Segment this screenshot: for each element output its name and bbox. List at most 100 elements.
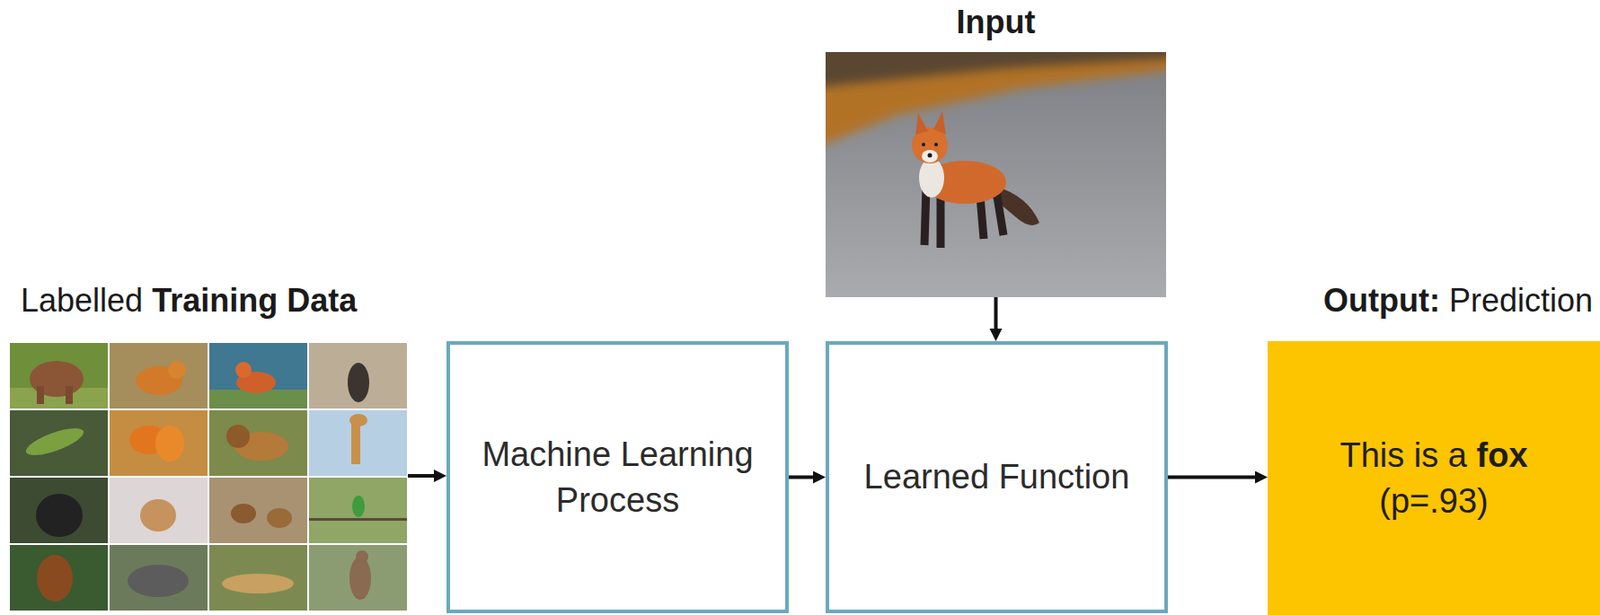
- text-run: Training: [151, 282, 278, 319]
- orangutan-photo: [36, 555, 73, 602]
- hamster-photo: [109, 477, 208, 544]
- autumn-background: [825, 52, 1167, 151]
- fox: [933, 111, 946, 135]
- elephant-photo: [65, 386, 73, 405]
- text-run: This: [1339, 436, 1405, 475]
- text-run: Function: [998, 458, 1131, 496]
- bird-photo: [309, 477, 407, 544]
- fox: [921, 142, 926, 147]
- fox-photo: [235, 362, 252, 379]
- hamster-photo: [140, 499, 177, 532]
- lion-photo: [226, 424, 250, 449]
- prediction-text: This is a fox (p=.93): [1339, 433, 1528, 523]
- box-body: Learned Function: [825, 341, 1168, 614]
- lizard-photo: [9, 410, 108, 477]
- kangaroo-photo: [355, 550, 369, 564]
- text-run: a: [1448, 436, 1468, 475]
- autumn-background: [825, 52, 1167, 89]
- fox: [934, 142, 938, 147]
- seal-photo: [347, 362, 370, 403]
- fox: [980, 195, 984, 239]
- butterfly-photo: [109, 410, 208, 477]
- training-image-grid: [9, 343, 407, 611]
- flow-arrow: [994, 297, 999, 333]
- bird-photo: [309, 477, 407, 544]
- output-node: Output: PredictionThis is a fox (p=.93): [1267, 280, 1600, 615]
- flow-arrow: [407, 474, 438, 478]
- leopard-photo: [221, 574, 294, 594]
- process-box: Machine Learning Process: [446, 341, 789, 614]
- section-heading: Labelled Training Data: [9, 280, 408, 322]
- text-line: This is a fox: [1339, 433, 1528, 478]
- seal-photo: [309, 343, 407, 409]
- text-run: Learned: [864, 458, 990, 496]
- text-run: fox: [1476, 436, 1529, 475]
- kangaroo-photo: [309, 545, 407, 611]
- seal-photo: [309, 343, 407, 409]
- function-box: Learned Function: [825, 341, 1168, 614]
- text-run: is: [1414, 436, 1439, 475]
- fox: [996, 191, 1004, 236]
- elephant-photo: [9, 343, 108, 409]
- text-run: Input: [956, 3, 1036, 41]
- training-data-node: Labelled Training Data: [9, 280, 408, 611]
- lizard-photo: [23, 423, 88, 461]
- elephant-photo: [9, 343, 108, 409]
- text-run: Process: [556, 481, 680, 520]
- lion-photo: [209, 410, 308, 477]
- lion-photo: [209, 410, 308, 477]
- text-run: Learning: [620, 435, 754, 474]
- flow-arrow: [1167, 476, 1259, 480]
- fox: [921, 150, 938, 163]
- giraffe-photo: [309, 410, 407, 477]
- text-run: Prediction: [1449, 282, 1593, 319]
- flow-arrow: [788, 476, 817, 480]
- tiger-photo: [109, 343, 208, 409]
- giraffe-photo: [349, 414, 368, 427]
- orangutan-photo: [9, 545, 108, 611]
- fox-photo: [209, 343, 308, 409]
- fox-photo: [209, 343, 308, 409]
- tiger-photo: [109, 343, 208, 409]
- bird-photo: [309, 518, 407, 522]
- section-heading: Input: [825, 3, 1167, 42]
- gorilla-photo: [9, 477, 108, 544]
- orangutan-photo: [9, 545, 108, 611]
- text-run: Machine: [481, 435, 611, 474]
- fox: [911, 111, 1040, 248]
- box-label: Machine Learning Process: [462, 432, 773, 522]
- text-run: Data: [286, 282, 357, 319]
- box-label: Learned Function: [864, 454, 1131, 500]
- bird-photo: [352, 495, 365, 518]
- fox: [924, 186, 927, 246]
- fox: [915, 113, 929, 135]
- rhino-photo: [109, 545, 208, 611]
- text-run: (p=.93): [1379, 482, 1488, 521]
- rhino-photo: [127, 565, 189, 598]
- kangaroo-photo: [349, 556, 372, 601]
- fox-input-photo: [825, 52, 1167, 298]
- rhino-photo: [109, 545, 208, 611]
- fox: [928, 153, 933, 159]
- fox: [919, 158, 945, 198]
- box-body: Machine Learning Process: [446, 341, 789, 614]
- text-run: Labelled: [20, 282, 143, 319]
- prediction-box: This is a fox (p=.93): [1267, 341, 1600, 615]
- hamster-photo: [109, 477, 208, 544]
- input-node: Input: [825, 3, 1167, 298]
- chicken-photo: [209, 477, 308, 544]
- tiger-photo: [167, 361, 186, 380]
- section-heading: Output: Prediction: [1267, 280, 1600, 322]
- leopard-photo: [209, 545, 308, 611]
- gorilla-photo: [9, 477, 108, 544]
- chicken-photo: [230, 503, 257, 524]
- kangaroo-photo: [309, 545, 407, 611]
- text-line: (p=.93): [1339, 478, 1528, 524]
- elephant-photo: [36, 386, 45, 405]
- butterfly-photo: [109, 410, 208, 477]
- chicken-photo: [209, 477, 308, 544]
- leopard-photo: [209, 545, 308, 611]
- butterfly-photo: [155, 425, 185, 462]
- gorilla-photo: [35, 494, 83, 538]
